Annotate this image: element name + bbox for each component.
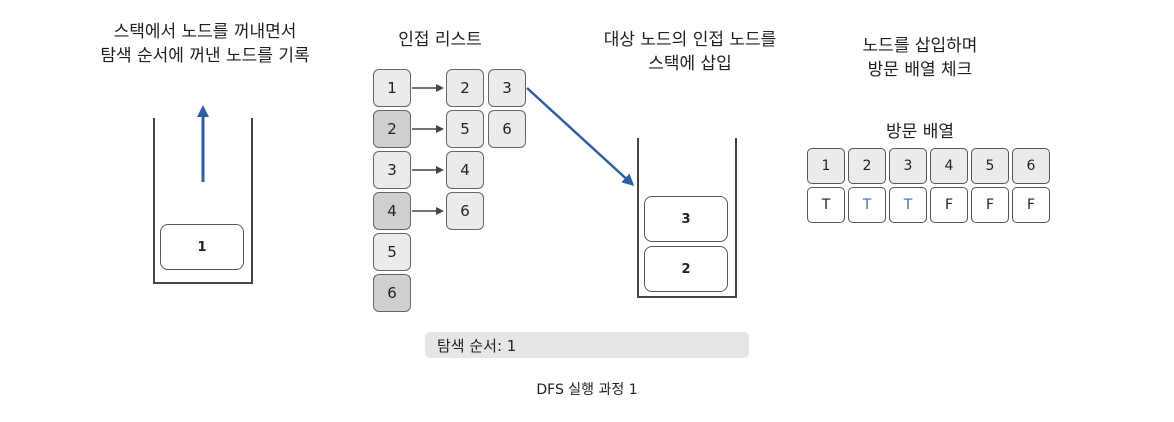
neighbor-node: 3 [488, 69, 526, 107]
visited-header-cell: 4 [930, 148, 968, 184]
adjacency-node-5: 5 [373, 233, 411, 271]
middle-stack-item-top: 3 [644, 196, 728, 242]
adjacency-title: 인접 리스트 [398, 30, 482, 50]
right-caption-line-2: 방문 배열 체크 [867, 60, 973, 80]
left-caption: 스택에서 노드를 꺼내면서 탐색 순서에 꺼낸 노드를 기록 [80, 20, 330, 68]
visited-header-cell: 5 [971, 148, 1009, 184]
middle-caption: 대상 노드의 인접 노드를 스택에 삽입 [580, 28, 800, 76]
middle-stack [637, 138, 737, 298]
adjacency-node-3: 3 [373, 151, 411, 189]
adjacency-node-1: 1 [373, 69, 411, 107]
right-caption-line-1: 노드를 삽입하며 [862, 36, 978, 56]
visited-header-cell: 6 [1012, 148, 1050, 184]
visited-value-cell: F [1012, 187, 1050, 223]
middle-caption-line-1: 대상 노드의 인접 노드를 [603, 30, 777, 50]
visited-value-cell: T [848, 187, 886, 223]
visited-header-cell: 1 [807, 148, 845, 184]
left-caption-line-2: 탐색 순서에 꺼낸 노드를 기록 [100, 46, 310, 66]
search-order-text: 탐색 순서: 1 [437, 336, 517, 355]
middle-caption-line-2: 스택에 삽입 [648, 54, 732, 74]
neighbor-node: 5 [446, 110, 484, 148]
left-stack [153, 118, 253, 284]
right-caption: 노드를 삽입하며 방문 배열 체크 [830, 34, 1010, 82]
visited-header-cell: 2 [848, 148, 886, 184]
neighbor-node: 2 [446, 69, 484, 107]
neighbor-node: 4 [446, 151, 484, 189]
middle-stack-item-bottom: 2 [644, 246, 728, 292]
visited-value-cell: T [807, 187, 845, 223]
visited-header-cell: 3 [889, 148, 927, 184]
adjacency-node-6: 6 [373, 274, 411, 312]
search-order-bar: 탐색 순서: 1 [425, 332, 749, 358]
left-caption-line-1: 스택에서 노드를 꺼내면서 [113, 22, 297, 42]
figure-caption: DFS 실행 과정 1 [536, 382, 638, 398]
visited-value-cell: F [930, 187, 968, 223]
visited-title: 방문 배열 [886, 122, 954, 142]
adjacency-node-2: 2 [373, 110, 411, 148]
visited-value-cell: T [889, 187, 927, 223]
push-arrow [526, 87, 635, 187]
adjacency-node-4: 4 [373, 192, 411, 230]
left-stack-item: 1 [160, 224, 244, 270]
visited-value-cell: F [971, 187, 1009, 223]
neighbor-node: 6 [446, 192, 484, 230]
neighbor-node: 6 [488, 110, 526, 148]
